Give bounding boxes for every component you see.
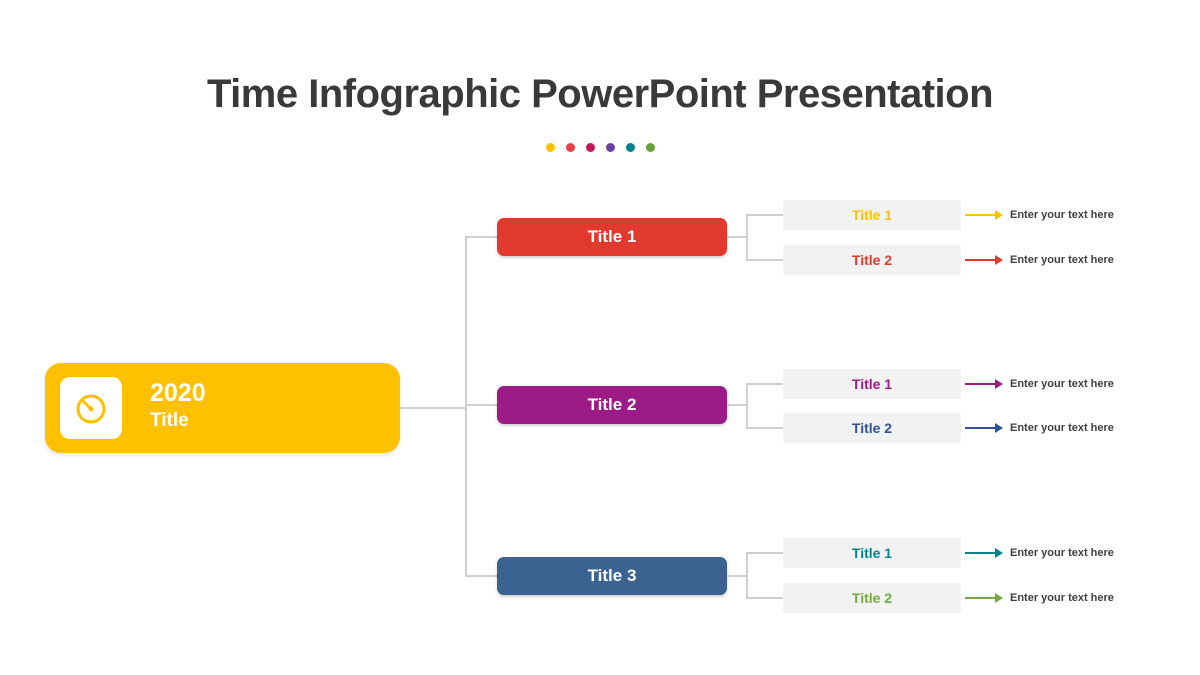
child-box[interactable]: Title 1 xyxy=(783,538,961,568)
branch-title-1[interactable]: Title 1 xyxy=(497,218,727,256)
arrow-icon xyxy=(995,379,1003,389)
connector-line xyxy=(465,236,467,577)
child-label: Title 1 xyxy=(851,545,893,561)
connector-line xyxy=(746,427,783,429)
connector-line xyxy=(746,597,783,599)
connector-line xyxy=(746,383,748,429)
branch-label: Title 3 xyxy=(587,566,637,585)
arrow-icon xyxy=(965,259,995,261)
arrow-icon xyxy=(995,593,1003,603)
child-box[interactable]: Title 2 xyxy=(783,245,961,275)
page-title: Time Infographic PowerPoint Presentation xyxy=(206,72,994,116)
branch-title-2[interactable]: Title 2 xyxy=(497,386,727,424)
arrow-icon xyxy=(995,548,1003,558)
arrow-icon xyxy=(965,214,995,216)
root-year: 2020 xyxy=(150,379,206,407)
child-box[interactable]: Title 1 xyxy=(783,200,961,230)
decorative-dots xyxy=(0,143,1200,152)
dot-icon xyxy=(585,143,595,152)
dot-icon xyxy=(645,143,655,152)
connector-line xyxy=(727,575,747,577)
child-text: Enter your text here xyxy=(1010,254,1114,266)
dot-icon xyxy=(625,143,635,152)
root-text: 2020 Title xyxy=(150,378,206,434)
connector-line xyxy=(746,214,748,261)
connector-line xyxy=(465,575,497,577)
child-label: Title 2 xyxy=(851,252,893,268)
gauge-icon xyxy=(60,377,122,439)
child-box[interactable]: Title 2 xyxy=(783,583,961,613)
branch-label: Title 1 xyxy=(587,227,637,246)
child-label: Title 2 xyxy=(851,420,893,436)
branch-title-3[interactable]: Title 3 xyxy=(497,557,727,595)
connector-line xyxy=(465,236,497,238)
root-label: Title xyxy=(150,410,189,431)
child-box[interactable]: Title 2 xyxy=(783,413,961,443)
connector-line xyxy=(746,259,783,261)
arrow-icon xyxy=(965,383,995,385)
dot-icon xyxy=(545,143,555,152)
arrow-icon xyxy=(995,423,1003,433)
branch-label: Title 2 xyxy=(587,395,637,414)
dot-icon xyxy=(605,143,615,152)
connector-line xyxy=(746,552,748,599)
arrow-icon xyxy=(965,552,995,554)
child-box[interactable]: Title 1 xyxy=(783,369,961,399)
child-text: Enter your text here xyxy=(1010,592,1114,604)
connector-line xyxy=(746,383,783,385)
connector-line xyxy=(727,404,747,406)
connector-line xyxy=(746,552,783,554)
connector-line xyxy=(465,404,497,406)
arrow-icon xyxy=(965,597,995,599)
child-text: Enter your text here xyxy=(1010,422,1114,434)
child-label: Title 1 xyxy=(851,207,893,223)
child-label: Title 1 xyxy=(851,376,893,392)
connector-line xyxy=(746,214,783,216)
dot-icon xyxy=(565,143,575,152)
arrow-icon xyxy=(995,255,1003,265)
child-text: Enter your text here xyxy=(1010,547,1114,559)
arrow-icon xyxy=(965,427,995,429)
child-label: Title 2 xyxy=(851,590,893,606)
connector-line xyxy=(727,236,747,238)
connector-line xyxy=(400,407,466,409)
arrow-icon xyxy=(995,210,1003,220)
root-node[interactable]: 2020 Title xyxy=(45,363,400,453)
child-text: Enter your text here xyxy=(1010,209,1114,221)
child-text: Enter your text here xyxy=(1010,378,1114,390)
